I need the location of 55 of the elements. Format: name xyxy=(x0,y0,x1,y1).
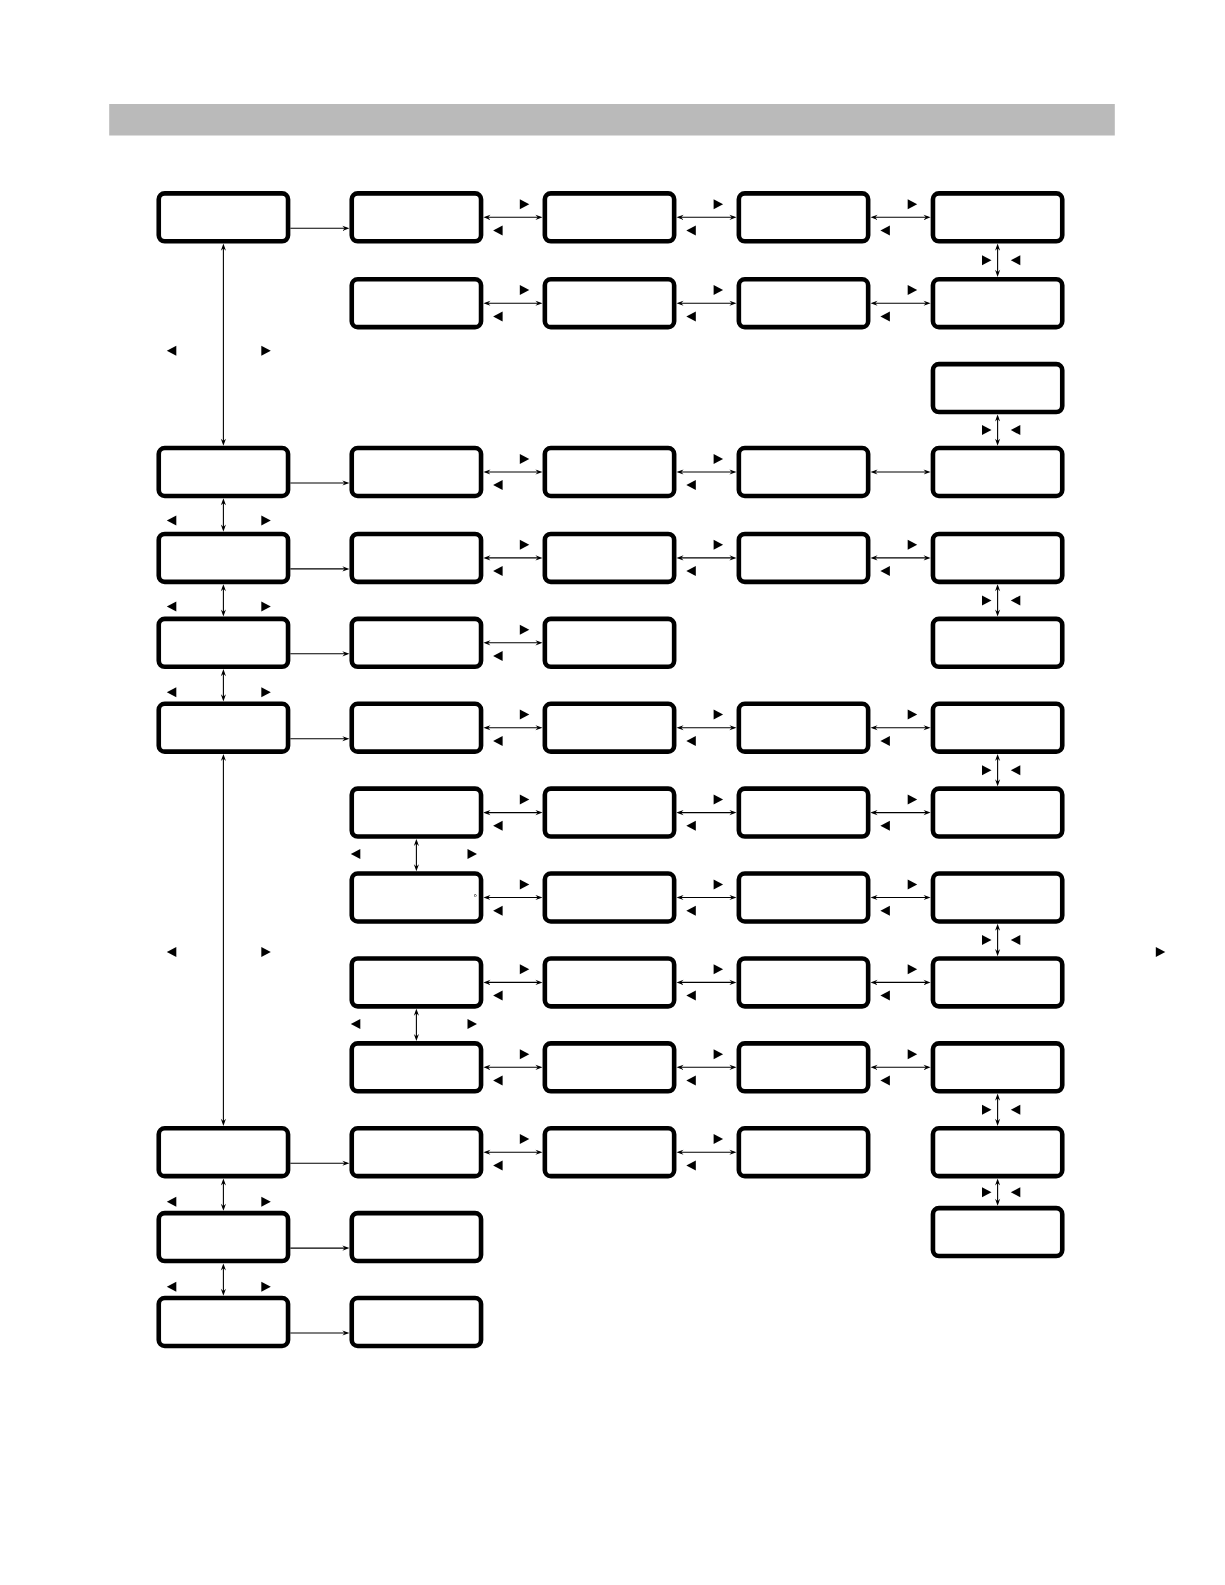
display-box xyxy=(736,531,871,585)
display-box xyxy=(156,701,291,754)
display-box xyxy=(156,616,291,670)
display-box xyxy=(156,1210,291,1264)
display-box xyxy=(736,956,871,1009)
display-box xyxy=(542,276,677,330)
display-box xyxy=(930,701,1065,754)
display-box: ° xyxy=(349,871,484,924)
display-box xyxy=(542,956,677,1009)
display-box xyxy=(930,445,1065,499)
display-box xyxy=(930,956,1065,1009)
display-box xyxy=(349,445,484,499)
display-box xyxy=(542,445,677,499)
display-box xyxy=(542,616,677,670)
display-box xyxy=(542,786,677,839)
display-box xyxy=(349,276,484,330)
display-box xyxy=(736,786,871,839)
display-box xyxy=(542,871,677,924)
display-box xyxy=(930,1041,1065,1094)
display-box xyxy=(349,531,484,585)
display-box xyxy=(930,361,1065,415)
display-box xyxy=(156,191,291,244)
display-box xyxy=(736,871,871,924)
display-box xyxy=(349,701,484,754)
display-box xyxy=(930,1125,1065,1179)
display-box xyxy=(349,1295,484,1349)
display-box xyxy=(156,1295,291,1349)
display-box xyxy=(930,871,1065,924)
display-box xyxy=(156,445,291,499)
display-box xyxy=(930,276,1065,330)
display-box xyxy=(930,191,1065,244)
display-box xyxy=(736,701,871,754)
display-box xyxy=(349,956,484,1009)
display-box xyxy=(930,531,1065,585)
display-box xyxy=(349,191,484,244)
display-box xyxy=(349,616,484,670)
display-box xyxy=(349,786,484,839)
display-box xyxy=(736,1041,871,1094)
display-box xyxy=(930,786,1065,839)
display-box xyxy=(349,1210,484,1264)
display-box xyxy=(349,1041,484,1094)
display-box xyxy=(930,1205,1065,1259)
display-box xyxy=(542,531,677,585)
display-box xyxy=(736,276,871,330)
display-box xyxy=(349,1125,484,1179)
display-box xyxy=(736,191,871,244)
display-box xyxy=(542,191,677,244)
display-box xyxy=(542,701,677,754)
display-box xyxy=(156,1125,291,1179)
display-box xyxy=(930,616,1065,670)
display-box xyxy=(542,1125,677,1179)
display-box xyxy=(736,445,871,499)
display-box xyxy=(156,531,291,585)
display-box xyxy=(542,1041,677,1094)
display-box xyxy=(736,1125,871,1179)
